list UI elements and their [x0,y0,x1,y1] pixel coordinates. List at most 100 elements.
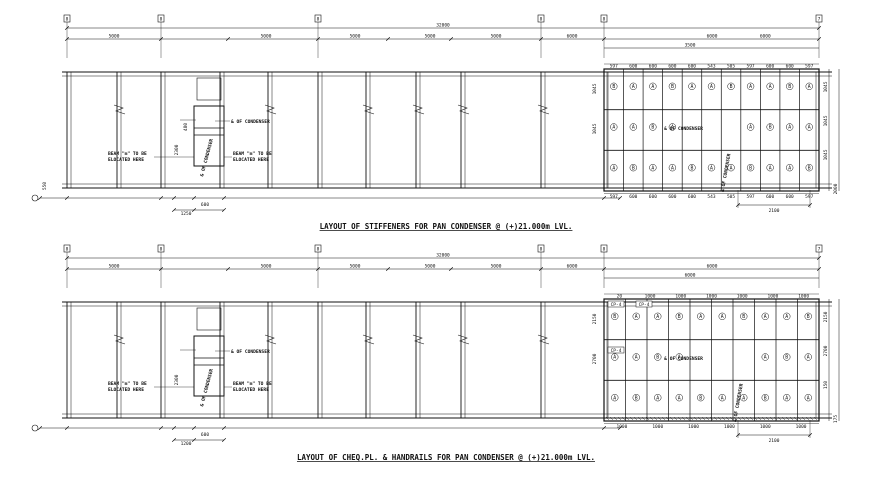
panel-tag-bubble-text: A [632,84,635,90]
panel-tag-bubble [766,82,774,90]
panel-span-dimension-2: 6000 [760,34,771,40]
bottom-dimension-text: 600 [201,202,209,208]
panel-tag-bubble-text: A [699,314,702,320]
panel-tag-bubble [727,82,735,90]
panel-column-dimension-top: 1000 [675,294,686,300]
panel-column-dimension-top: 20 [617,294,623,300]
condenser-height-dimension: 2300 [174,374,180,385]
panel-column-dimension-bottom: 597 [610,194,618,200]
dimension-tick [158,425,164,431]
panel-tag-bubble [649,82,657,90]
panel-tag-bubble [675,353,683,361]
panel-tag-bubble [610,82,618,90]
pan-condenser-panel-inner [606,71,817,189]
bottom-dimension-text: 550 [42,182,48,190]
handrail-hatch [765,416,770,421]
panel-left-dimension: 2150 [592,313,598,324]
handrail-hatch [673,416,678,421]
handrail-hatch [701,416,706,421]
panel-condenser-label: & OF CONDENSER [664,356,703,362]
panel-column-dimension-top: 597 [805,64,813,70]
panel-tag-bubble-text: A [721,314,724,320]
bay-dimension-text: 6000 [567,34,578,40]
panel-column-dimension-bottom: 543 [707,194,715,200]
panel-tag-bubble-text: A [807,395,810,401]
panel-tag-bubble [611,394,619,402]
handrail-hatch [709,416,714,421]
handrail-hatch [797,416,802,421]
break-mark [537,334,550,345]
grid-bubble-label: 8 [603,17,606,23]
panel-column-dimension-top: 600 [688,64,696,70]
handrail-hatch [713,416,718,421]
panel-tag-bubble-text: B [788,84,791,90]
handrail-hatch [785,416,790,421]
vertical-dimension-text: 150 [823,381,829,389]
panel-tag-bubble [783,353,791,361]
panel-tag-bubble [783,312,791,320]
handrail-hatch [761,416,766,421]
panel-tag-bubble [805,123,813,131]
panel-left-dimension: 1045 [592,83,598,94]
grid-bubble-label: 8 [603,247,606,253]
handrail-hatch [609,416,614,421]
panel-column-dimension-bottom: 597 [805,194,813,200]
panel-tag-bubble [654,394,662,402]
handrail-hatch [697,416,702,421]
panel-column-dimension-top: 543 [707,64,715,70]
break-mark [362,334,375,345]
panel-tag-bubble [611,312,619,320]
handrail-hatch [757,416,762,421]
handrail-hatch [777,416,782,421]
dimension-tick [448,36,454,42]
panel-column-dimension-bottom: 1000 [796,424,807,430]
dimension-tick [221,425,227,431]
handrail-hatch [809,416,814,421]
handrail-hatch [637,416,642,421]
dimension-tick [158,36,164,42]
bay-dimension-text: 5000 [350,264,361,270]
handrail-hatch [749,416,754,421]
panel-tag-bubble-text: A [788,125,791,131]
panel-column-dimension-top: 1000 [706,294,717,300]
handrail-hatch [753,416,758,421]
panel-tag-bubble-text: A [721,395,724,401]
dimension-tick [617,425,623,431]
panel-tag-bubble-text: B [635,395,638,401]
panel-tag-bubble-text: A [612,165,615,171]
panel-tag-bubble-text: B [699,395,702,401]
panel-tag-bubble-text: B [651,125,654,131]
panel-tag-bubble [804,394,812,402]
panel-tag-bubble [668,164,677,172]
top-drawing-caption: LAYOUT OF STIFFENERS FOR PAN CONDENSER @… [320,222,573,231]
panel-tag-bubble-text: A [785,395,788,401]
panel-column-dimension-top: 505 [727,64,735,70]
handrail-hatch [705,416,710,421]
handrail-hatch [633,416,638,421]
dimension-tick [64,36,70,42]
dimension-tick [37,195,43,201]
bay-dimension-text: 5000 [109,264,120,270]
panel-tag-bubble [746,164,755,172]
pan-condenser-panel [603,68,820,192]
handrail-hatch [661,416,666,421]
panel-column-dimension-bottom: 1000 [616,424,627,430]
dimension-tick [315,266,321,272]
grid-bubble-label: 8 [160,17,163,23]
panel-left-dimension: 2700 [592,353,598,364]
panel-column-dimension-top: 1000 [737,294,748,300]
panel-tag-bubble-text: A [651,165,654,171]
bottom-dimension-text: 1200 [181,441,192,447]
panel-column-dimension-top: 597 [747,64,755,70]
dimension-tick [601,195,607,201]
vertical-dimension-text: 2700 [823,345,829,356]
panel-tag-bubble [668,82,677,90]
panel-tag-bubble-text: A [678,355,681,361]
handrail-hatch [773,416,778,421]
panel-tag-bubble-text: A [612,125,615,131]
condenser-upper-frame [196,307,222,331]
condenser-vertical-label: & OF CONDENSER [199,138,215,177]
panel-tag-bubble [804,312,812,320]
panel-tag-bubble [740,394,748,402]
